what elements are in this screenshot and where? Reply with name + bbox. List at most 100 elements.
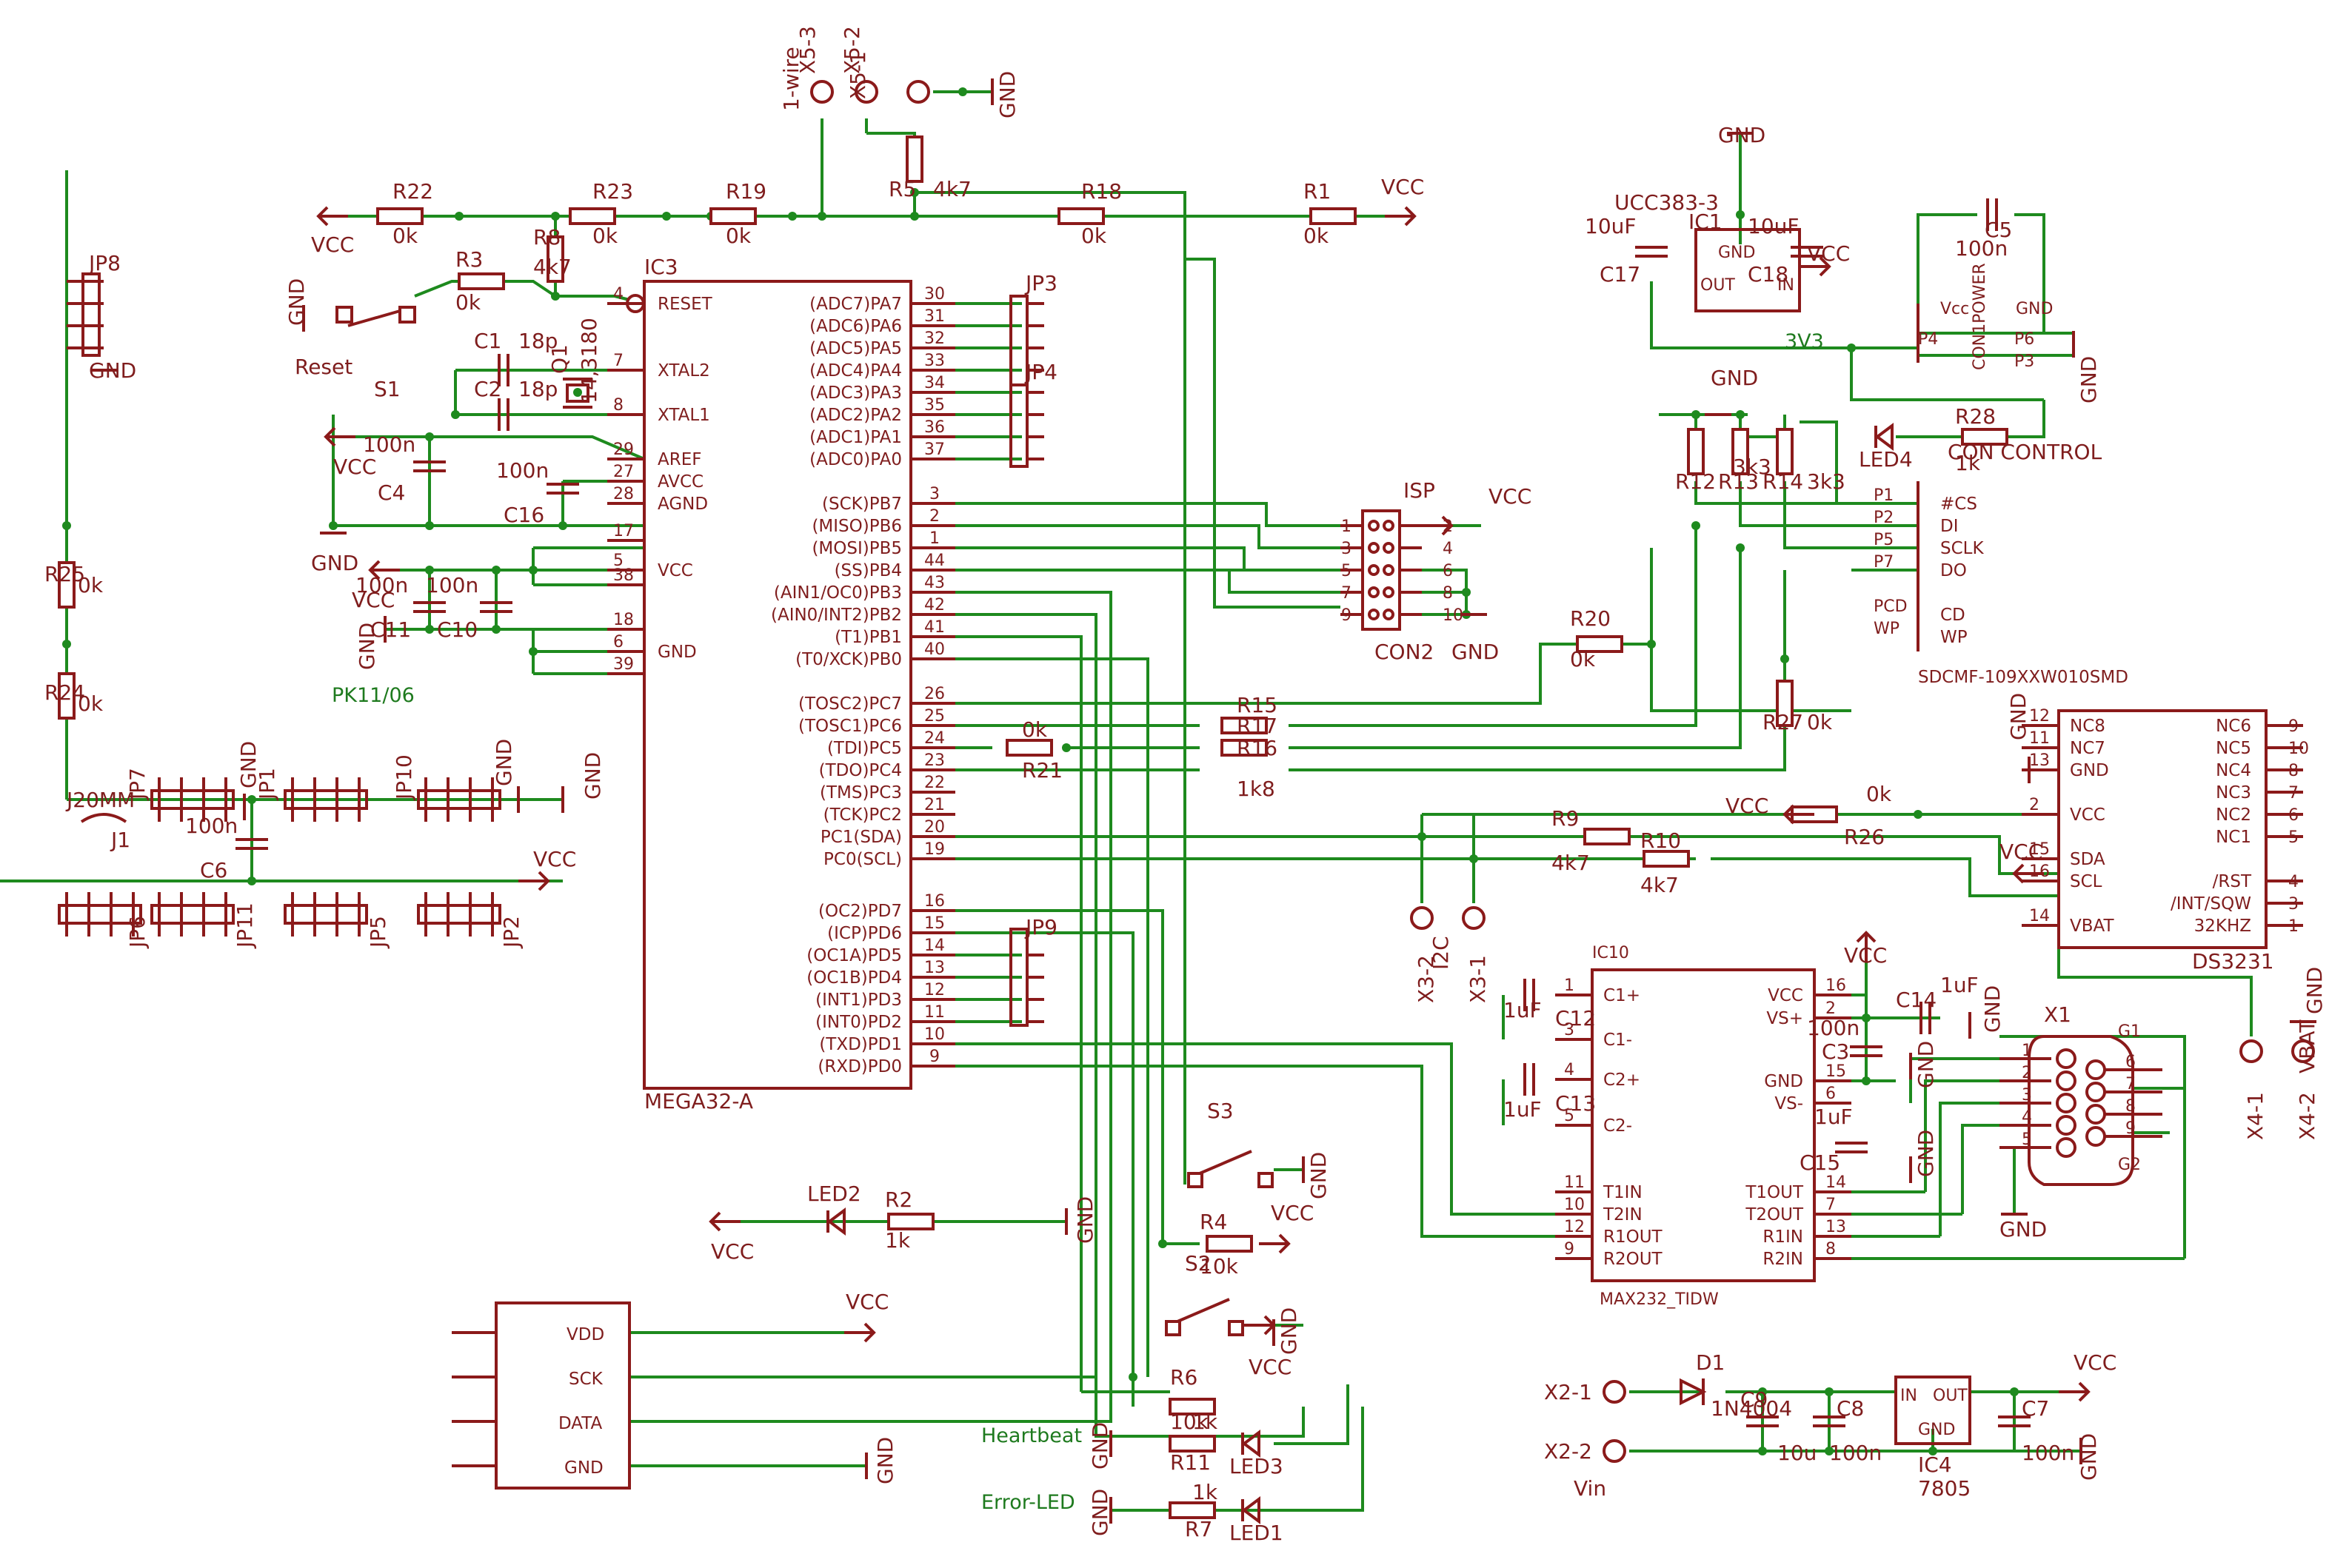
mcu-ic3: IC3 MEGA32-A 4RESET7XTAL28XTAL129AREF27A… (607, 255, 955, 1113)
vcc-symbol: VCC (1725, 794, 1814, 825)
vcc-arrow (1800, 256, 1831, 277)
mcu-right-pin-num: 12 (924, 981, 945, 999)
sd-power-gnd: GND (2016, 300, 2053, 318)
diode-value: 1N4004 (1711, 1396, 1792, 1421)
jp5-label: JP5 (366, 916, 390, 949)
capacitor-ref: C4 (378, 480, 405, 505)
crystal-value: 14,3180 (577, 318, 601, 403)
rtc-left-pin-num: 16 (2029, 862, 2050, 881)
mcu-right-pin-num: 32 (924, 329, 945, 348)
resistor-ref: R24 (44, 680, 85, 705)
sensor-body (495, 1301, 631, 1490)
max232-left-pins: 1C1+3C1-4C2+5C2-11T1IN10T2IN12R1OUT9R2OU… (1555, 976, 1663, 1269)
gnd-symbol: GND (355, 616, 387, 670)
mcu-right-pin-label: (TOSC2)PC7 (798, 694, 902, 714)
rtc-left-pin-label: SDA (2070, 850, 2105, 869)
resistor-ref: R23 (592, 179, 633, 204)
resistor-value: 0k (1807, 710, 1833, 734)
led4-triangle (1874, 423, 1894, 451)
vcc-arrow (2059, 1381, 2091, 1402)
db9-g1: G1 (2118, 1022, 2141, 1041)
rtc-right-pins: 9NC610NC58NC47NC36NC25NC14/RST3/INT/SQW1… (2171, 717, 2309, 936)
capacitor-value: 100n (1955, 236, 2008, 261)
vcc-label: VCC (711, 1239, 754, 1264)
mcu-right-pin-label: (ADC1)PA1 (809, 428, 902, 447)
db9-ref: X1 (2044, 1002, 2071, 1027)
resistor-value: 4k7 (1551, 851, 1590, 875)
resistor-value: 0k (1570, 647, 1596, 671)
jp10-label: JP10 (392, 754, 416, 801)
mcu-left-pin-num: 18 (613, 611, 634, 629)
capacitor-ref: C5 (1985, 218, 2012, 242)
capacitor-value: 10uF (1585, 214, 1636, 238)
sd-pin-num: WP (1874, 620, 1899, 638)
testpoint-ring (855, 80, 878, 104)
testpoint-ref: X4-2 (2295, 1092, 2319, 1140)
mcu-right-pin-num: 20 (924, 818, 945, 837)
max232-left-pin-label: R1OUT (1603, 1227, 1663, 1247)
max232-right-pin-label: R2IN (1762, 1250, 1803, 1269)
capacitor-value: 100n (355, 573, 408, 597)
diode-triangle (1680, 1378, 1707, 1406)
testpoint-x2-1: X2-1 (1544, 1380, 1626, 1404)
resistor-body (1220, 739, 1268, 757)
gnd-label: GND (284, 278, 309, 326)
led1-label: LED1 (1229, 1521, 1283, 1545)
sd-pin-label: CD (1940, 606, 1965, 625)
max232-left-pin-label: T1IN (1603, 1183, 1643, 1202)
gnd-symbol: GND (1999, 1213, 2047, 1242)
testpoint-ring (1603, 1439, 1626, 1463)
capacitor-value: 10u (1777, 1441, 1817, 1465)
resistor-body (1776, 428, 1794, 475)
rtc-left-pin-label: GND (2070, 761, 2109, 780)
sd-pin-label: SCLK (1940, 539, 1984, 558)
vcc-arrow (1385, 206, 1417, 227)
rtc-left-pin-label: NC7 (2070, 739, 2105, 758)
heartbeat-note: Heartbeat (981, 1424, 1082, 1447)
db9-right-pin-num: 6 (2125, 1053, 2136, 1071)
resistor-ref: R4 (1200, 1210, 1227, 1234)
rtc-left-pin-label: NC8 (2070, 717, 2105, 736)
testpoint-ref: X3-2 (1414, 955, 1438, 1003)
sd-pin-num: P1 (1874, 486, 1894, 505)
gnd-label: GND (995, 71, 1020, 118)
max232-left-pin-label: C1+ (1603, 986, 1640, 1005)
resistor-value: 0k (392, 224, 418, 248)
testpoint-x5-3: X5-31-wire (779, 26, 834, 111)
rtc-right-pin-num: 1 (2288, 917, 2299, 936)
error-led-note: Error-LED (981, 1491, 1075, 1514)
vcc-symbol: VCC (2059, 1350, 2116, 1402)
mcu-right-pin-label: (TXD)PD1 (819, 1035, 902, 1054)
db9-left-pin-num: 2 (2022, 1064, 2032, 1082)
testpoint-x5-2: X5-2 (840, 26, 878, 104)
gnd-symbol: GND (89, 358, 136, 383)
7805-in-label: IN (1900, 1387, 1917, 1405)
capacitor-ref: C12 (1555, 1006, 1596, 1031)
isp-pin-dot (1383, 542, 1394, 554)
mcu-left-pin-num: 39 (613, 655, 634, 674)
mcu-left-pin-num: 38 (613, 566, 634, 585)
testpoint-ring (906, 80, 930, 104)
jp8-body (81, 272, 101, 357)
capacitor-ref: C17 (1600, 262, 1640, 287)
vcc-arrow (1422, 515, 1454, 536)
resistor-value: 10k (1200, 1254, 1239, 1279)
db9-contact (2085, 1126, 2106, 1147)
7805-body (1894, 1376, 1971, 1445)
mcu-right-pin-label: (OC2)PD7 (818, 902, 902, 921)
max232-left-pin-num: 4 (1564, 1061, 1574, 1079)
jumper-block (417, 777, 501, 822)
jumper-body (150, 789, 235, 810)
mcu-part: MEGA32-A (644, 1089, 753, 1113)
testpoint-ref: X5-3 (795, 26, 820, 74)
